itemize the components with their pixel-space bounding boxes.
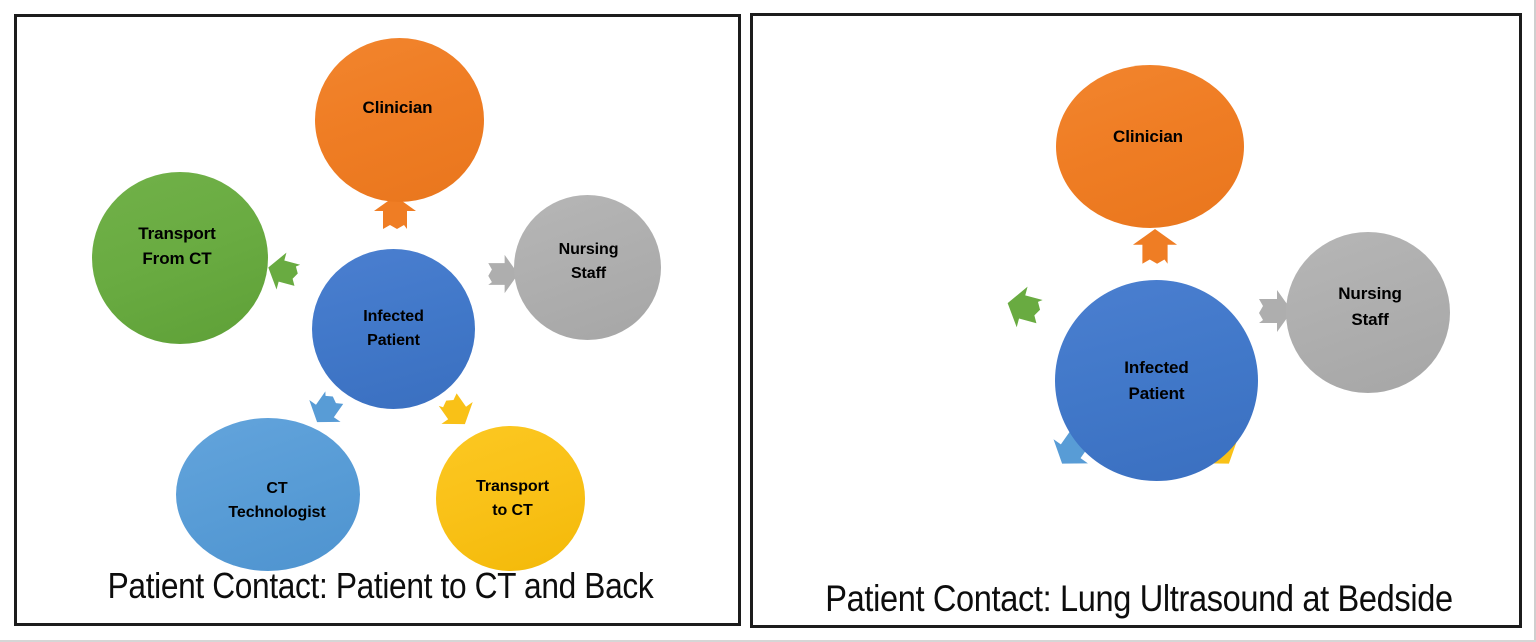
- scan-edge-right: [1534, 0, 1536, 642]
- node-label: Transport to CT: [476, 477, 549, 519]
- panel-lung-ultrasound: Infected Patient Clinician Nursing Staff…: [750, 13, 1522, 628]
- arrow-transport-from-ct-icon: [261, 248, 308, 296]
- node-label: Clinician: [1113, 126, 1183, 146]
- radial-diagram-left: Infected Patient Clinician Nursing Staff…: [17, 17, 738, 623]
- arrow-clinician-icon: [373, 195, 417, 235]
- arrow-nursing-staff-icon: [482, 254, 520, 294]
- panel-caption-left: Patient Contact: Patient to CT and Back: [107, 565, 654, 606]
- node-ct-technologist[interactable]: CT Technologist: [176, 418, 360, 571]
- node-infected-patient[interactable]: Infected Patient: [1055, 280, 1258, 481]
- node-clinician[interactable]: Clinician: [315, 38, 484, 202]
- node-clinician[interactable]: Clinician: [1056, 65, 1244, 228]
- arrow-ct-technologist-icon: [300, 381, 355, 435]
- arrow-transport-from-ct-icon: [1001, 282, 1051, 335]
- panel-patient-to-ct: Infected Patient Clinician Nursing Staff…: [14, 14, 741, 626]
- scan-edge-bottom: [0, 640, 1536, 642]
- radial-diagram-right: Infected Patient Clinician Nursing Staff…: [753, 16, 1519, 625]
- node-label: Clinician: [362, 98, 433, 118]
- arrow-ct-technologist-icon: [1044, 419, 1103, 477]
- node-label: CT Technologist: [228, 479, 326, 521]
- node-nursing-staff[interactable]: Nursing Staff: [514, 195, 661, 340]
- node-nursing-staff[interactable]: Nursing Staff: [1286, 232, 1450, 393]
- node-label: Infected Patient: [1124, 358, 1189, 403]
- arrow-nursing-staff-icon: [1253, 289, 1293, 333]
- node-transport-to-ct[interactable]: Transport to CT: [436, 426, 585, 571]
- node-label: Transport From CT: [138, 223, 216, 268]
- node-label: Nursing Staff: [1338, 284, 1402, 329]
- panel-caption-right: Patient Contact: Lung Ultrasound at Beds…: [825, 578, 1453, 619]
- arrow-transport-to-ct-icon: [428, 383, 483, 437]
- node-label: Infected Patient: [363, 308, 424, 349]
- node-infected-patient[interactable]: Infected Patient: [312, 249, 475, 409]
- node-transport-from-ct[interactable]: Transport From CT: [92, 172, 268, 344]
- arrow-clinician-icon: [1131, 228, 1179, 270]
- node-label: Nursing Staff: [558, 240, 619, 282]
